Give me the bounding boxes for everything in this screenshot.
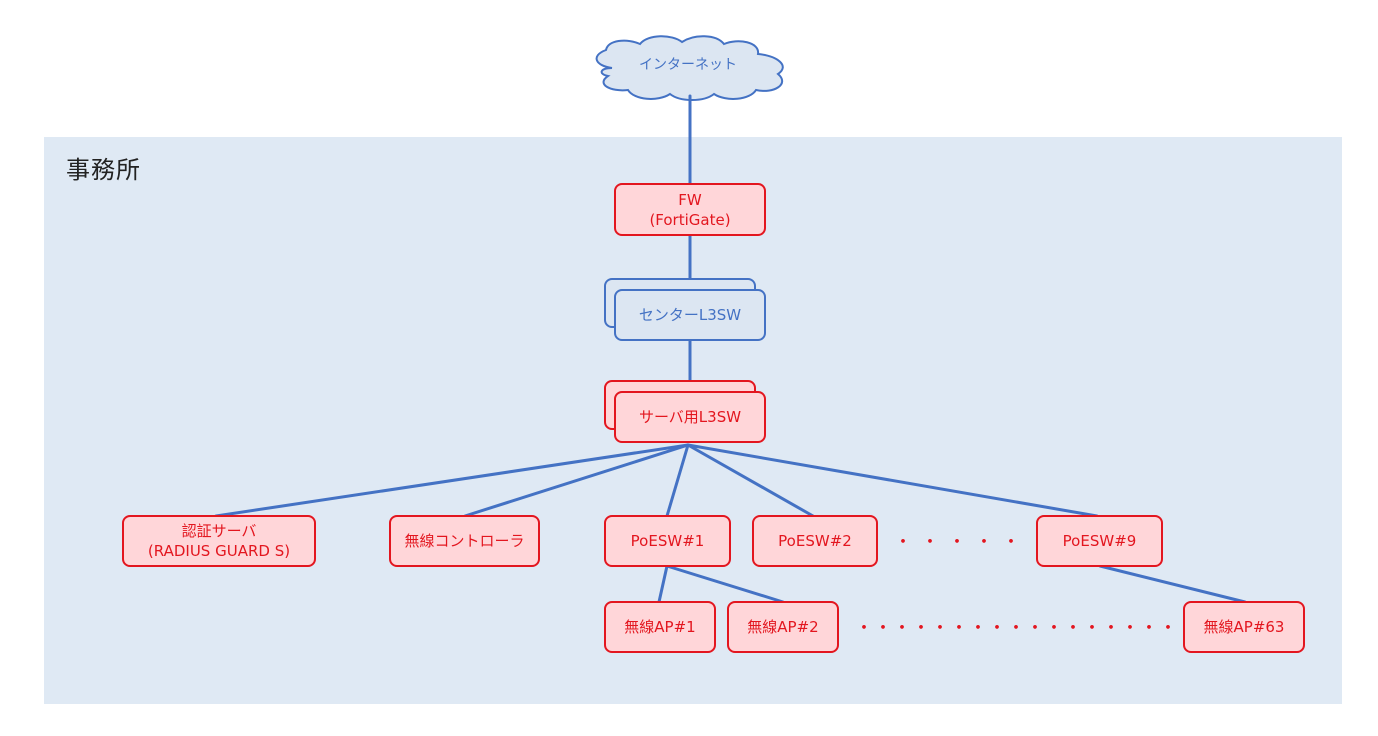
link-server-auth: [214, 443, 690, 518]
center-l3sw-node[interactable]: センターL3SW: [614, 289, 766, 341]
ap-ellipsis: ・・・・・・・・・・・・・・・・・・: [855, 618, 1197, 639]
fw-node[interactable]: FW (FortiGate): [614, 183, 766, 236]
ap-63-node[interactable]: 無線AP#63: [1183, 601, 1305, 653]
office-zone-label: 事務所: [66, 156, 141, 184]
ap-2-label: 無線AP#2: [747, 618, 819, 636]
link-poesw9-ap63: [1098, 564, 1247, 604]
link-server-poesw9: [686, 443, 1099, 518]
ap-1-label: 無線AP#1: [624, 618, 696, 636]
auth-server-label: 認証サーバ: [181, 522, 257, 540]
ap-2-node[interactable]: 無線AP#2: [727, 601, 839, 653]
poesw-1-node[interactable]: PoESW#1: [604, 515, 731, 567]
poesw-1-label: PoESW#1: [630, 532, 705, 550]
link-poesw1-ap2: [665, 564, 785, 604]
server-l3sw-label: サーバ用L3SW: [638, 408, 742, 426]
ap-63-label: 無線AP#63: [1203, 618, 1285, 636]
server-l3sw-node[interactable]: サーバ用L3SW: [614, 391, 766, 443]
poesw-ellipsis: ・・・・・・・: [894, 532, 1083, 553]
link-poesw1-ap1: [657, 564, 669, 604]
internet-cloud-shape: [595, 35, 784, 101]
poesw-2-node[interactable]: PoESW#2: [752, 515, 878, 567]
auth-server-node[interactable]: 認証サーバ (RADIUS GUARD S): [122, 515, 316, 567]
center-l3sw-label: センターL3SW: [638, 306, 742, 324]
fw-model-label: (FortiGate): [649, 210, 731, 229]
link-server-poesw1: [665, 443, 690, 518]
link-server-poesw2: [686, 443, 815, 518]
fw-label: FW: [678, 190, 702, 209]
auth-server-model-label: (RADIUS GUARD S): [147, 542, 291, 560]
poesw-2-label: PoESW#2: [778, 532, 852, 550]
poesw-9-node[interactable]: PoESW#9: [1036, 515, 1163, 567]
link-server-wlc: [463, 443, 690, 518]
internet-label: インターネット: [639, 57, 737, 73]
wireless-controller-node[interactable]: 無線コントローラ: [389, 515, 540, 567]
ap-1-node[interactable]: 無線AP#1: [604, 601, 716, 653]
poesw-9-label: PoESW#9: [1062, 532, 1137, 550]
wireless-controller-label: 無線コントローラ: [404, 532, 525, 550]
